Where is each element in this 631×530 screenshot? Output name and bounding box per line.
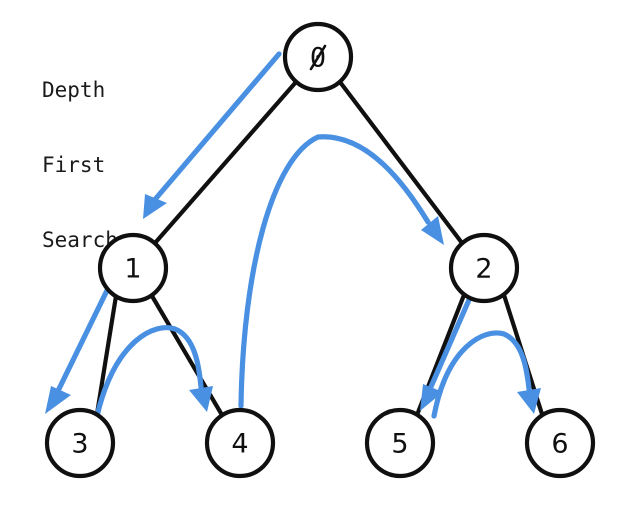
dfs-arrow-5-to-6 [431,330,541,419]
node-3[interactable]: 3 [44,407,116,479]
title-line-2: First [42,153,106,177]
node-2[interactable]: 2 [448,232,520,304]
edge-1-3 [94,293,119,417]
node-5-label: 5 [391,429,408,460]
node-1-circle[interactable] [97,232,169,304]
edge-1-4 [149,293,225,418]
tree-nodes: 0 1 2 3 4 5 [44,21,596,479]
dfs-arrow-5-to-6-head [517,388,541,414]
dfs-arrow-3-to-4 [94,325,213,419]
dfs-arrow-3-to-4-shaft [94,325,204,419]
dfs-arrow-5-to-6-shaft [431,330,532,419]
node-0-zero-slash [309,44,327,71]
dfs-arrow-1-to-3 [45,269,119,414]
dfs-arrow-0-to-1 [143,51,282,219]
dfs-arrow-2-to-5-shaft [427,290,475,392]
dfs-arrow-3-to-4-head [189,386,213,412]
dfs-arrow-4-to-2-shaft [238,134,431,409]
node-6-label: 6 [551,429,568,460]
dfs-arrow-4-to-2-head [421,216,444,245]
node-1-label: 1 [124,254,141,285]
node-2-label: 2 [475,254,492,285]
node-6-circle[interactable] [524,407,596,479]
dfs-traversal-arrows [45,51,541,419]
dfs-arrow-2-to-5-head [420,384,443,411]
node-3-circle[interactable] [44,407,116,479]
node-3-label: 3 [71,429,88,460]
title-line-1: Depth [42,78,106,102]
dfs-arrow-0-to-1-shaft [149,51,282,206]
dfs-arrow-1-to-3-head [45,386,71,414]
node-0[interactable]: 0 [282,21,354,93]
edge-0-1 [152,79,299,246]
dfs-arrow-2-to-5 [420,290,475,411]
node-5-circle[interactable] [364,407,436,479]
dfs-arrow-0-to-1-head [143,194,167,219]
node-2-circle[interactable] [448,232,520,304]
dfs-arrow-4-to-2 [238,134,444,409]
node-4-circle[interactable] [204,407,276,479]
edge-0-2 [337,79,465,246]
dfs-arrow-1-to-3-shaft [54,269,119,396]
node-6[interactable]: 6 [524,407,596,479]
node-4-label: 4 [231,429,248,460]
node-1[interactable]: 1 [97,232,169,304]
node-4[interactable]: 4 [204,407,276,479]
node-5[interactable]: 5 [364,407,436,479]
